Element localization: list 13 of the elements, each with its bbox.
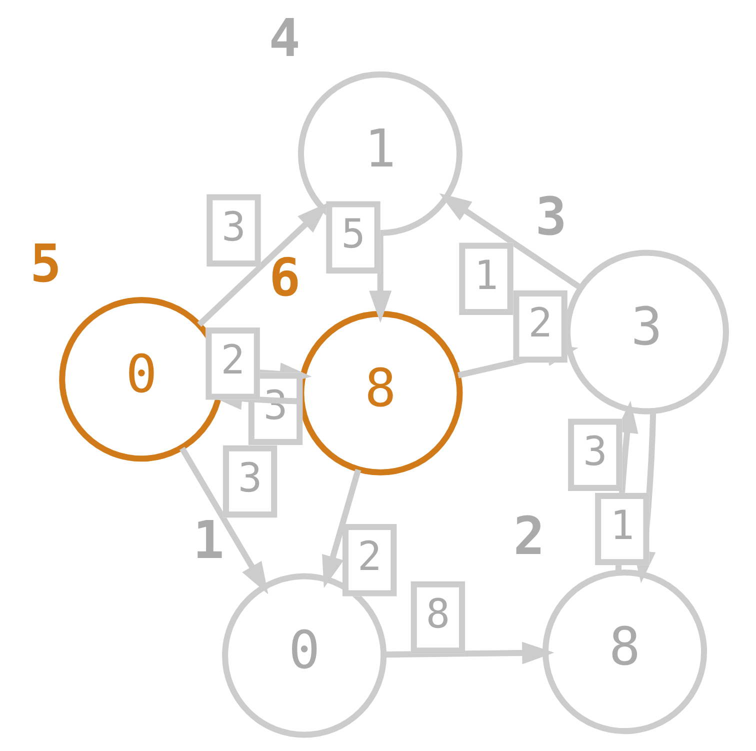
node-label: 4 [268,8,300,69]
node-label: 2 [513,507,545,568]
node-label: 1 [192,510,224,571]
node-label: 5 [30,234,62,295]
node-label: 3 [535,187,567,248]
edge-label: 3 [583,428,608,475]
edge-label: 1 [474,252,498,299]
edge-label: 1 [610,503,634,550]
edge-label: 3 [238,455,262,502]
node-label: 6 [269,248,300,308]
edge-label: 3 [222,204,246,250]
edge-label: 8 [426,592,450,638]
edge-label: 2 [528,300,552,347]
